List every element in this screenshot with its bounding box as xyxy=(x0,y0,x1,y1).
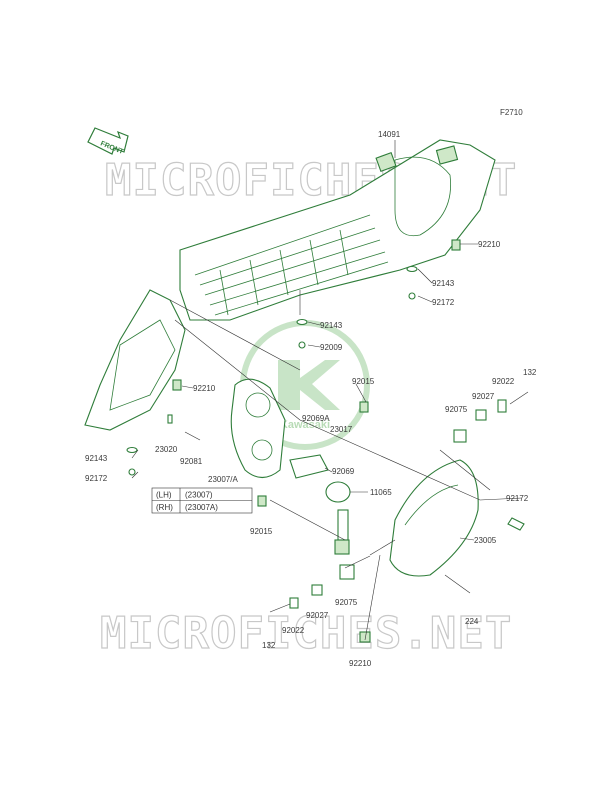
variant-lh-part: (23007) xyxy=(185,491,213,500)
callout-92075-right: 92075 xyxy=(445,405,468,414)
callout-23020: 23020 xyxy=(155,445,178,454)
front-arrow: FRONT xyxy=(87,127,129,156)
callout-92027-right: 92027 xyxy=(472,392,495,401)
callout-92009: 92009 xyxy=(320,343,343,352)
callout-23017: 23017 xyxy=(330,425,353,434)
callout-92210-top: 92210 xyxy=(478,240,501,249)
callout-92210-left: 92210 xyxy=(193,384,216,393)
callout-92172-right: 92172 xyxy=(506,494,529,503)
variant-table: (LH) (23007) (RH) (23007A) xyxy=(151,487,253,514)
callout-14091: 14091 xyxy=(378,130,401,139)
callout-92143-left: 92143 xyxy=(85,454,108,463)
variant-rh-part: (23007A) xyxy=(185,503,218,512)
callout-23005: 23005 xyxy=(474,536,497,545)
callout-92172-upper-right: 92172 xyxy=(432,298,455,307)
callout-132-lower: 132 xyxy=(262,641,276,650)
callout-224: 224 xyxy=(465,617,479,626)
callout-labels: 14091 92210 92143 92172 92143 92009 9221… xyxy=(85,130,537,668)
headlight-cover xyxy=(389,459,479,577)
callout-23007a: 23007/A xyxy=(208,475,238,484)
grille xyxy=(194,214,389,316)
hardware xyxy=(126,239,529,643)
variant-rh-side: (RH) xyxy=(156,503,173,512)
callout-92022-lower: 92022 xyxy=(282,626,305,635)
callout-92075-lower: 92075 xyxy=(335,598,358,607)
callout-92022-right: 92022 xyxy=(492,377,515,386)
callout-92069: 92069 xyxy=(332,467,355,476)
callout-92210-bottom: 92210 xyxy=(349,659,372,668)
callout-11065: 11065 xyxy=(370,488,392,497)
callout-132-right: 132 xyxy=(523,368,537,377)
callout-92081: 92081 xyxy=(180,457,203,466)
callout-92027-lower: 92027 xyxy=(306,611,329,620)
callout-92015-lower: 92015 xyxy=(250,527,273,536)
callout-92069a: 92069A xyxy=(302,414,330,423)
callout-92015-upper: 92015 xyxy=(352,377,375,386)
callout-92143-upper-right: 92143 xyxy=(432,279,455,288)
leader-lines xyxy=(131,140,523,641)
callout-92172-left: 92172 xyxy=(85,474,108,483)
watermark-bottom: MICROFICHES.NET xyxy=(100,608,512,659)
callout-92143-center: 92143 xyxy=(320,321,343,330)
front-cowl xyxy=(84,139,496,431)
headlight-assembly xyxy=(230,378,351,555)
variant-lh-side: (LH) xyxy=(156,491,172,500)
figure-id: F2710 xyxy=(500,108,523,117)
